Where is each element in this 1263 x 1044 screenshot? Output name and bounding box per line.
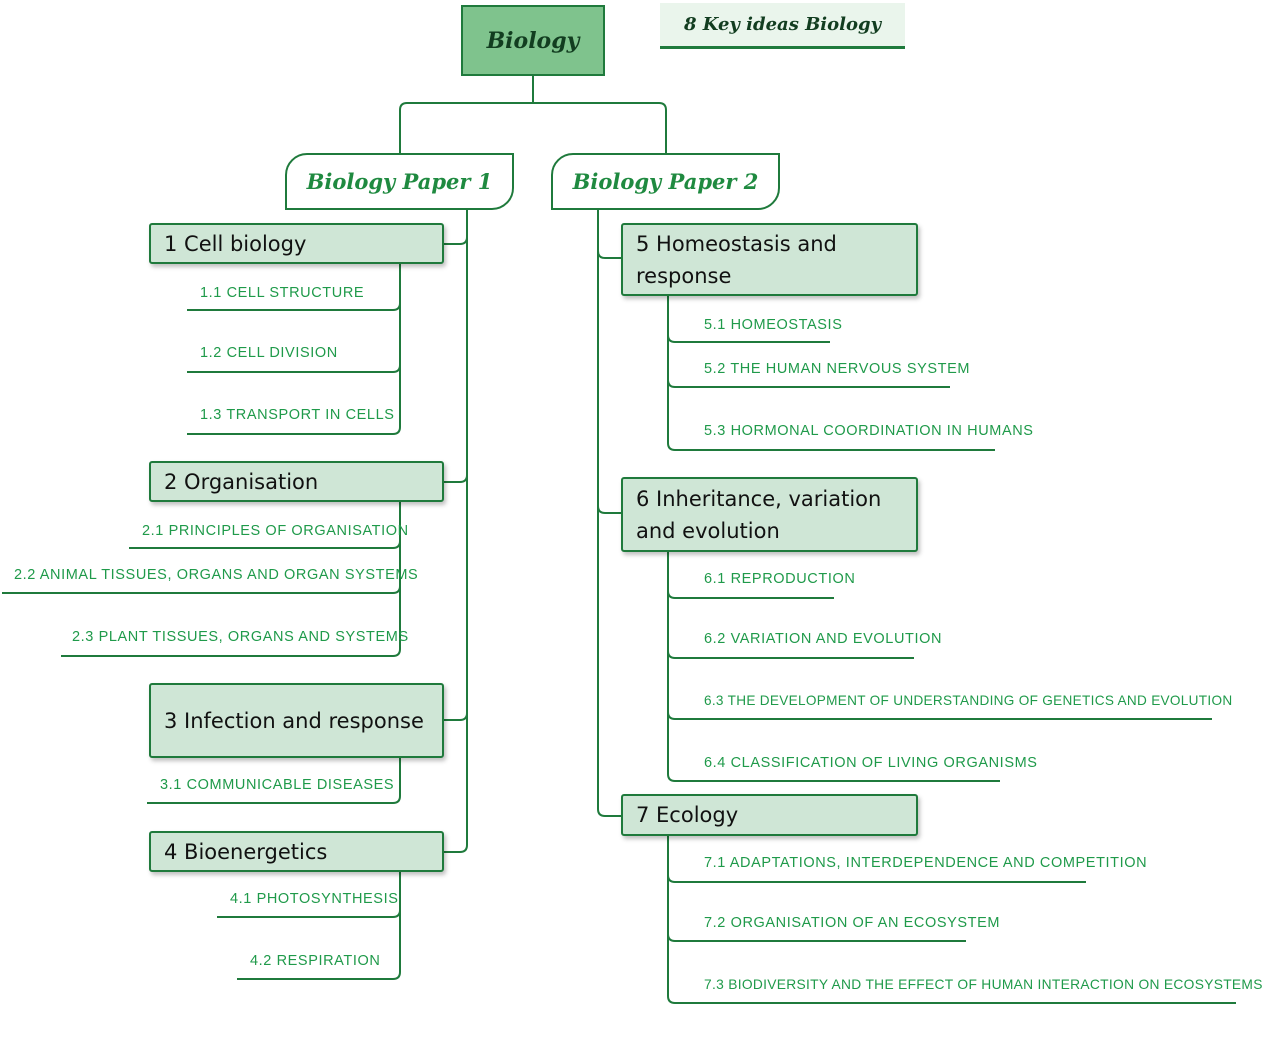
subtopic-4-1[interactable]: 4.1 Photosynthesis — [230, 891, 399, 907]
topic-organisation[interactable]: 2 Organisation — [149, 461, 444, 502]
connector-topic-2 — [444, 474, 468, 483]
subtopic-6-4[interactable]: 6.4 Classification of living organisms — [704, 755, 1038, 771]
subtopic-2-2[interactable]: 2.2 Animal tissues, organs and organ sys… — [14, 567, 419, 583]
topic-bioenergetics[interactable]: 4 Bioenergetics — [149, 831, 444, 872]
subtopic-2-1[interactable]: 2.1 Principles of organisation — [142, 523, 409, 539]
connector-topic-5 — [597, 250, 622, 259]
topic-cell-biology[interactable]: 1 Cell biology — [149, 223, 444, 264]
subtopic-5-2[interactable]: 5.2 The human nervous system — [704, 361, 971, 377]
subtopic-7-1[interactable]: 7.1 Adaptations, interdependence and com… — [704, 855, 1148, 871]
subtopic-6-3[interactable]: 6.3 The development of understanding of … — [704, 693, 1233, 708]
connector-root-bar — [399, 102, 667, 153]
subtopic-2-3[interactable]: 2.3 Plant tissues, organs and systems — [72, 629, 409, 645]
subtopic-6-1[interactable]: 6.1 Reproduction — [704, 571, 856, 587]
connector-paper2-trunk — [597, 210, 622, 817]
connector-topic-6 — [597, 505, 622, 514]
subtopic-5-1[interactable]: 5.1 Homeostasis — [704, 317, 843, 333]
subtopic-7-2[interactable]: 7.2 Organisation of an ecosystem — [704, 915, 1001, 931]
topic-homeostasis-and-response[interactable]: 5 Homeostasis and response — [621, 223, 918, 296]
subtopic-3-1[interactable]: 3.1 Communicable diseases — [160, 777, 395, 793]
key-ideas-title: 8 Key ideas Biology — [660, 3, 905, 49]
paper-2-node[interactable]: Biology Paper 2 — [551, 153, 780, 210]
subtopic-7-3[interactable]: 7.3 Biodiversity and the effect of human… — [704, 977, 1263, 992]
subtopic-1-1[interactable]: 1.1 Cell structure — [200, 285, 365, 301]
topic-infection-and-response[interactable]: 3 Infection and response — [149, 683, 444, 758]
paper-1-node[interactable]: Biology Paper 1 — [285, 153, 514, 210]
connector-topic-3 — [444, 712, 468, 721]
topic-ecology[interactable]: 7 Ecology — [621, 794, 918, 836]
subtopic-5-3[interactable]: 5.3 Hormonal coordination in humans — [704, 423, 1034, 439]
topic-inheritance-variation-evolution[interactable]: 6 Inheritance, variation and evolution — [621, 477, 918, 552]
subtopic-1-3[interactable]: 1.3 Transport in cells — [200, 407, 395, 423]
subtopic-6-2[interactable]: 6.2 Variation and evolution — [704, 631, 943, 647]
connector-paper1-trunk — [444, 210, 468, 853]
subtopic-4-2[interactable]: 4.2 Respiration — [250, 953, 381, 969]
subtopic-1-2[interactable]: 1.2 Cell division — [200, 345, 338, 361]
root-node[interactable]: Biology — [461, 5, 605, 76]
connector-topic-1 — [444, 236, 468, 245]
